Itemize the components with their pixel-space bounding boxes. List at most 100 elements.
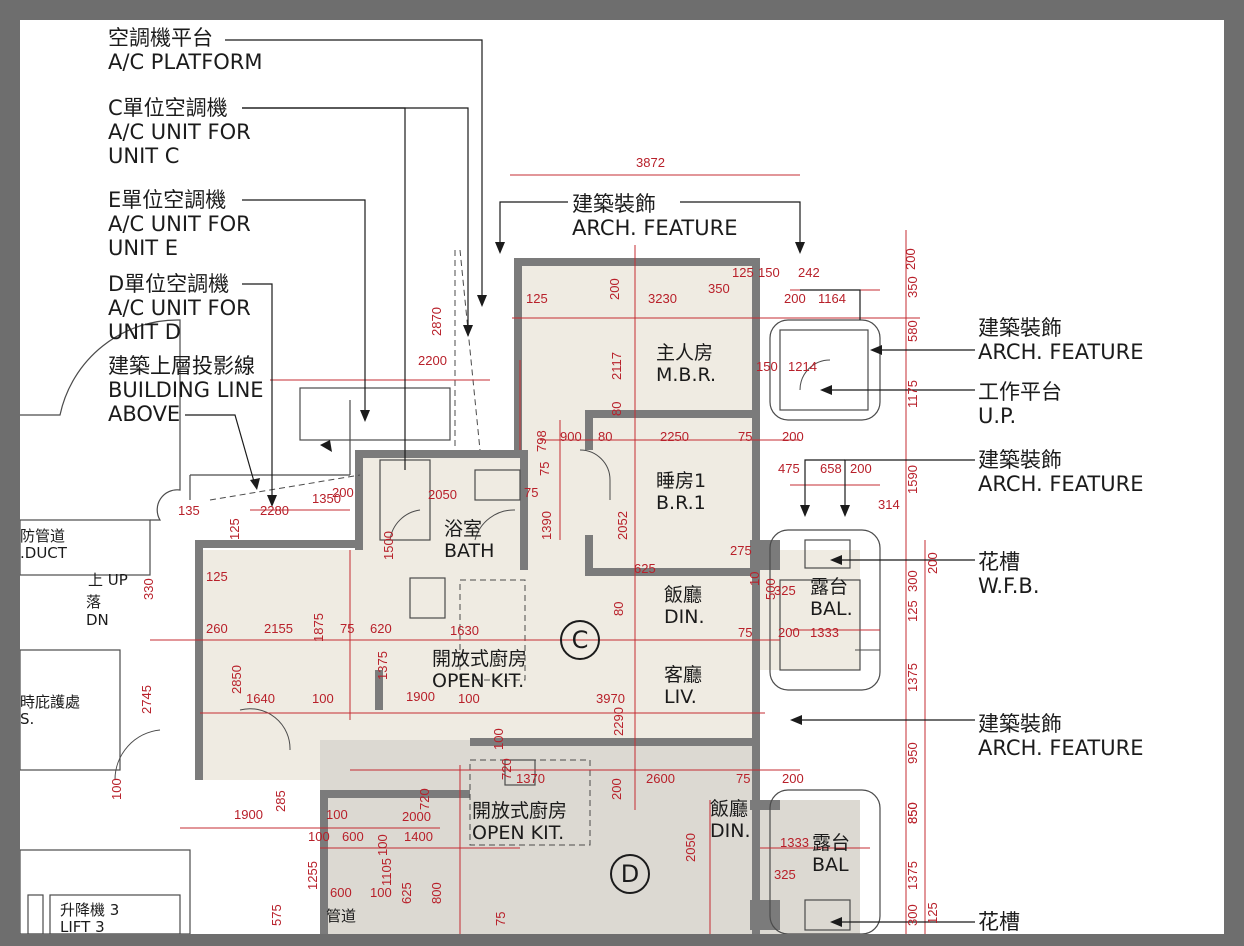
dimension-h: 3970 xyxy=(596,691,625,706)
dimension-v: 720 xyxy=(499,758,514,780)
stair-dn-label: DN xyxy=(86,611,109,629)
dimension-h: 1214 xyxy=(788,359,817,374)
dimension-h: 100 xyxy=(312,691,334,706)
dimension-h: 80 xyxy=(598,429,613,444)
dimension-v: 800 xyxy=(429,882,444,904)
dimension-v: 2052 xyxy=(615,511,630,540)
dimension-h: 625 xyxy=(634,561,656,576)
dimension-v: 1375 xyxy=(905,861,920,890)
dimension-h: 200 xyxy=(782,429,804,444)
dimension-h: 242 xyxy=(798,265,820,280)
dimension-v: 575 xyxy=(269,904,284,926)
dimension-h: 658 xyxy=(820,461,842,476)
dimension-v: 2745 xyxy=(139,685,154,714)
dimension-h: 2250 xyxy=(660,429,689,444)
dimension-v: 1375 xyxy=(375,651,390,680)
dimension-h: 100 xyxy=(308,829,330,844)
dimension-h: 200 xyxy=(782,771,804,786)
dimension-h: 2280 xyxy=(260,503,289,518)
dimension-v: 10 xyxy=(747,571,762,586)
dimension-h: 600 xyxy=(330,885,352,900)
dimension-h: 150 xyxy=(756,359,778,374)
dimension-h: 1630 xyxy=(450,623,479,638)
dimension-v: 2290 xyxy=(611,707,626,736)
dimension-v: 625 xyxy=(399,882,414,904)
duct-label: 防管道.DUCT xyxy=(20,527,67,562)
dimension-h: 260 xyxy=(206,621,228,636)
dimension-h: 275 xyxy=(730,543,752,558)
dimension-v: 1175 xyxy=(905,380,920,408)
dimension-v: 950 xyxy=(905,742,920,764)
dimension-h: 75 xyxy=(738,625,753,640)
dimension-v: 300 xyxy=(905,570,920,592)
dimension-h: 1400 xyxy=(404,829,433,844)
walls xyxy=(195,258,780,934)
dimension-h: 1900 xyxy=(234,807,263,822)
dimension-v: 850 xyxy=(905,802,920,824)
dimension-h: 1333 xyxy=(780,835,809,850)
dimension-h: 1333 xyxy=(810,625,839,640)
floor-plan-drawing xyxy=(20,39,975,934)
dimension-v: 75 xyxy=(537,461,552,476)
dimension-v: 2870 xyxy=(429,307,444,336)
dimension-v: 720 xyxy=(417,788,432,810)
dimension-v: 2117 xyxy=(609,352,624,380)
dimension-h: 135 xyxy=(178,503,200,518)
dimension-h: 325 xyxy=(774,583,796,598)
door-swings xyxy=(114,359,880,781)
dimension-v: 300 xyxy=(905,904,920,926)
dimension-h: 100 xyxy=(370,885,392,900)
dimension-v: 285 xyxy=(273,790,288,812)
dimension-h: 620 xyxy=(370,621,392,636)
dimension-h: 350 xyxy=(708,281,730,296)
dimension-v: 330 xyxy=(141,578,156,600)
dimension-v: 500 xyxy=(763,578,778,600)
dimension-h: 125 xyxy=(526,291,548,306)
dimension-h: 1164 xyxy=(818,291,846,306)
dimension-h: 314 xyxy=(878,497,900,512)
dimension-h: 75 xyxy=(340,621,355,636)
dimension-v: 1590 xyxy=(905,465,920,494)
dimension-v: 80 xyxy=(609,401,624,416)
dimension-h: 325 xyxy=(774,867,796,882)
dimension-h: 1350 xyxy=(312,491,341,506)
dimension-h: 125 xyxy=(732,265,754,280)
dimension-v: 125 xyxy=(905,600,920,622)
dimension-v: 1390 xyxy=(539,511,554,540)
dimension-h: 100 xyxy=(458,691,480,706)
dimension-h: 1900 xyxy=(406,689,435,704)
pipe-duct-label: 管道 xyxy=(326,907,357,925)
dimension-v: 100 xyxy=(109,778,124,800)
dimension-v: 200 xyxy=(609,778,624,800)
projection-lines xyxy=(209,249,591,846)
dimension-v: 75 xyxy=(493,911,508,926)
dimension-v: 125 xyxy=(925,902,940,924)
dimension-h: 900 xyxy=(560,429,582,444)
dimension-v: 1105 xyxy=(379,858,394,886)
dimension-h: 3872 xyxy=(636,155,665,170)
dimension-h: 100 xyxy=(326,807,348,822)
unit-c-floor xyxy=(200,265,860,780)
dimension-v: 100 xyxy=(491,728,506,750)
dimension-h: 200 xyxy=(778,625,800,640)
dimension-v: 125 xyxy=(227,518,242,540)
dimension-v: 200 xyxy=(607,278,622,300)
dimension-h: 2600 xyxy=(646,771,675,786)
